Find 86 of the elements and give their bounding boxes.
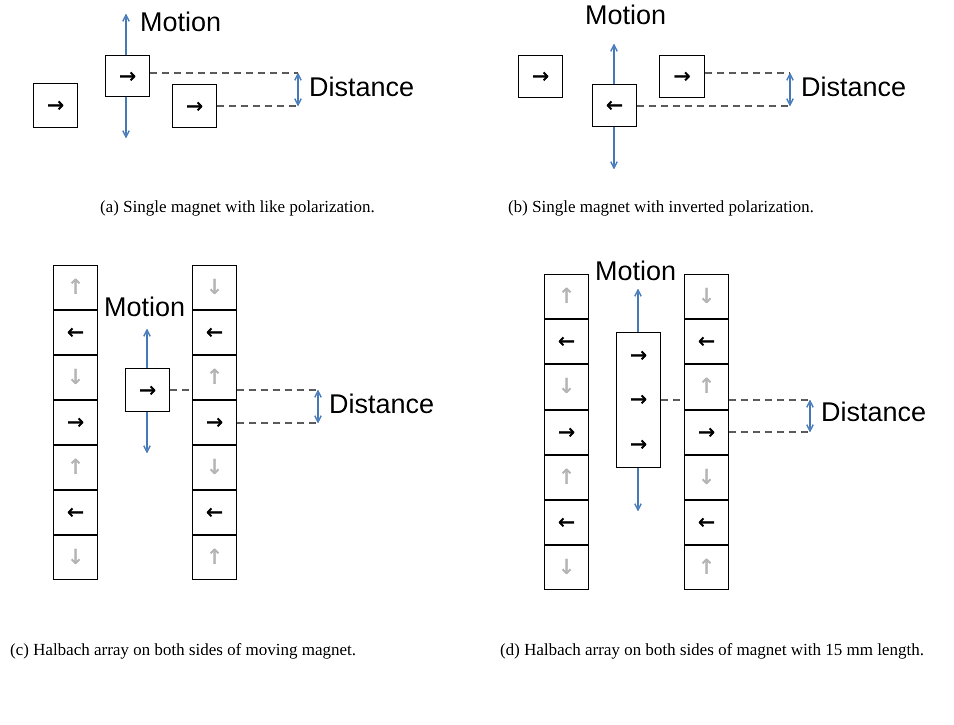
magnet-box	[192, 490, 237, 535]
magnet-box	[125, 368, 170, 412]
polarization-symbol: ←	[66, 502, 84, 523]
magnet-box	[53, 535, 98, 580]
caption: (d) Halbach array on both sides of magnet with 15 mm length.	[500, 640, 925, 660]
magnet-box	[684, 319, 729, 364]
magnet-box	[53, 265, 98, 310]
magnet-box	[544, 319, 589, 364]
magnet-box	[684, 545, 729, 590]
magnet-box	[192, 445, 237, 490]
polarization-symbol: →	[186, 96, 204, 116]
motion-label: Motion	[104, 293, 186, 323]
motion-label: Motion	[140, 8, 222, 38]
magnet-box	[544, 274, 589, 320]
polarization-symbol: ↓	[558, 557, 576, 578]
magnet-box	[53, 400, 98, 445]
polarization-symbol: →	[673, 66, 691, 87]
polarization-symbol: ↓	[558, 376, 576, 398]
polarization-symbol: →	[698, 422, 716, 443]
polarization-symbol: ↑	[558, 466, 576, 488]
polarization-symbol: ←	[558, 512, 576, 534]
polarization-symbol: ←	[206, 502, 224, 523]
magnet-box	[544, 500, 589, 546]
polarization-symbol: →	[630, 389, 648, 410]
magnet-box	[105, 55, 150, 97]
polarization-symbol: →	[138, 380, 156, 400]
polarization-symbol: →	[630, 434, 648, 456]
polarization-symbol: ←	[606, 95, 624, 116]
distance-label: Distance	[329, 390, 434, 420]
polarization-symbol: ↑	[206, 547, 224, 568]
magnet-box	[592, 84, 637, 127]
magnet-box	[53, 310, 98, 355]
distance-label: Distance	[821, 398, 926, 428]
polarization-symbol: →	[66, 412, 84, 433]
motion-label: Motion	[595, 257, 676, 287]
magnet-box	[659, 55, 705, 98]
polarization-symbol: ↓	[698, 466, 716, 488]
polarization-symbol: ↑	[206, 367, 224, 388]
polarization-symbol: ←	[558, 331, 576, 352]
distance-label: Distance	[309, 73, 414, 103]
polarization-symbol: ↑	[698, 376, 716, 398]
polarization-symbol: ↑	[558, 286, 576, 308]
polarization-symbol: →	[532, 66, 550, 87]
caption: (c) Halbach array on both sides of moving magnet.	[10, 640, 358, 660]
magnet-box	[544, 454, 589, 500]
magnet-box	[192, 400, 237, 445]
polarization-symbol: →	[558, 422, 576, 443]
polarization-symbol: ↓	[66, 367, 84, 388]
polarization-symbol: ←	[206, 322, 224, 343]
magnet-box	[53, 445, 98, 490]
magnet-box	[684, 454, 729, 500]
polarization-symbol: →	[630, 344, 648, 366]
magnet-box	[172, 84, 217, 128]
magnet-box	[544, 364, 589, 410]
polarization-symbol: ↓	[206, 277, 224, 298]
magnet-box	[684, 364, 729, 410]
polarization-symbol: ↓	[66, 547, 84, 568]
magnet-box	[192, 535, 237, 580]
magnet-box	[53, 355, 98, 400]
magnet-box	[616, 332, 661, 468]
magnet-box	[192, 310, 237, 355]
polarization-symbol: →	[46, 95, 64, 116]
caption: (b) Single magnet with inverted polarization.	[508, 197, 815, 218]
caption: (a) Single magnet with like polarization.	[100, 197, 376, 218]
polarization-symbol: ↓	[698, 286, 716, 308]
magnet-box	[192, 265, 237, 310]
magnet-box	[192, 355, 237, 400]
distance-label: Distance	[801, 73, 906, 103]
polarization-symbol: →	[206, 412, 224, 433]
polarization-symbol: ↑	[66, 457, 84, 478]
polarization-symbol: →	[118, 66, 136, 86]
polarization-symbol: ←	[698, 331, 716, 352]
magnet-box	[544, 545, 589, 590]
magnet-box	[684, 274, 729, 320]
polarization-symbol: ↓	[206, 457, 224, 478]
magnet-box	[684, 500, 729, 546]
magnet-box	[544, 410, 589, 455]
polarization-symbol: ←	[66, 322, 84, 343]
polarization-symbol: ←	[698, 512, 716, 534]
polarization-symbol: ↑	[698, 557, 716, 578]
magnet-box	[518, 55, 563, 98]
magnet-box	[33, 83, 78, 128]
polarization-symbol: ↑	[66, 277, 84, 298]
magnet-box	[53, 490, 98, 535]
motion-label: Motion	[585, 1, 666, 31]
magnet-box	[684, 410, 729, 455]
